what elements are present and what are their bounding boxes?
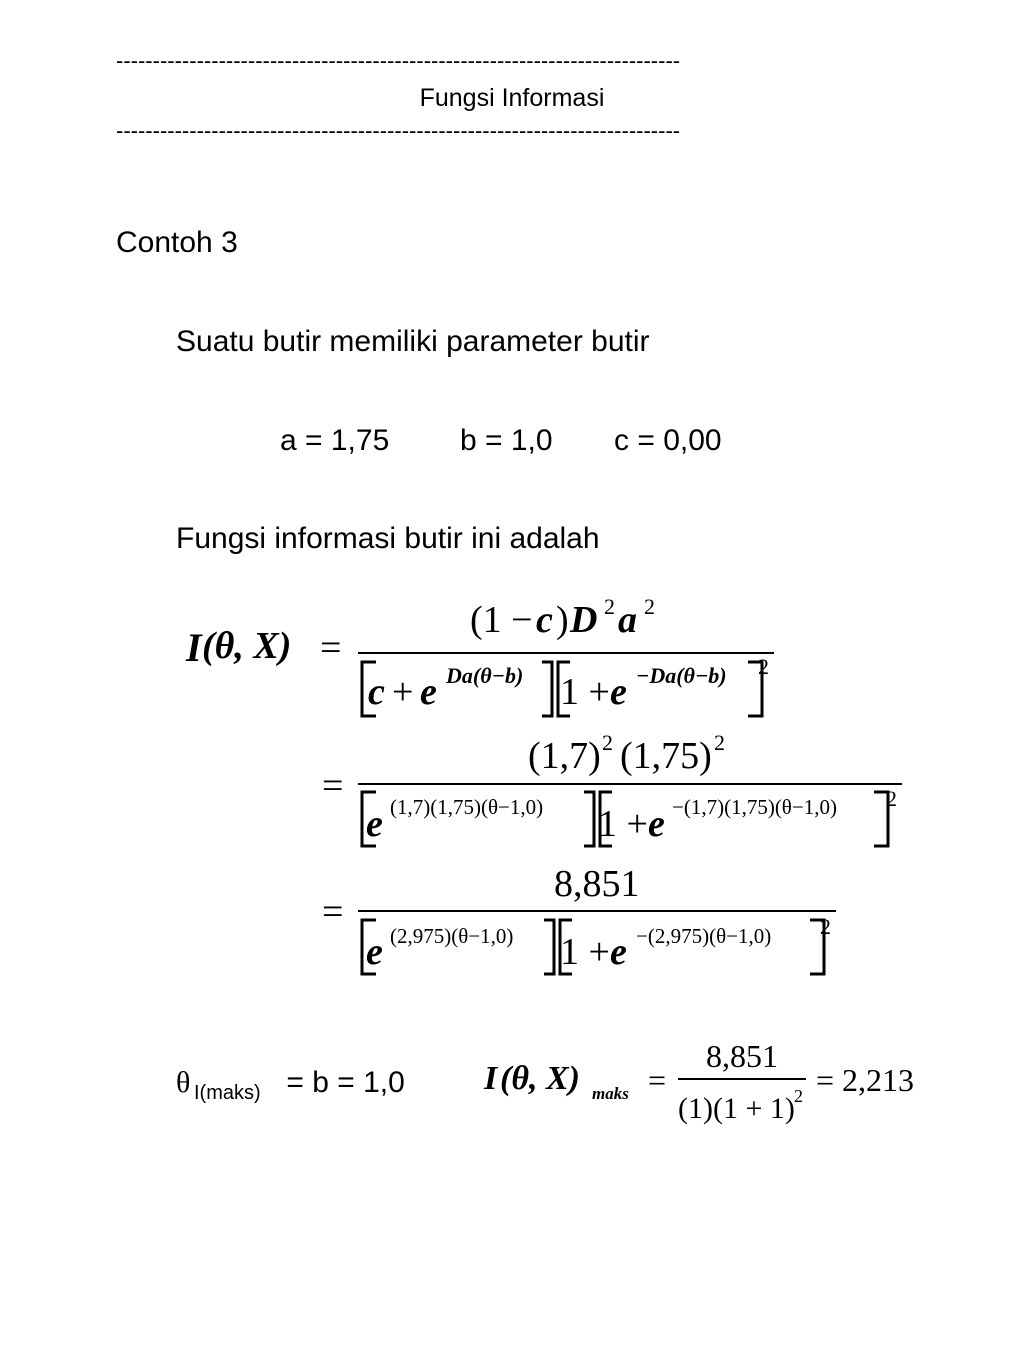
page-title: Fungsi Informasi: [419, 84, 605, 112]
formula1-num-D-exp: 2: [604, 594, 615, 619]
formula1-num-close: ): [556, 599, 569, 641]
result-den-exp: 2: [794, 1086, 803, 1106]
formula1-equals: =: [320, 627, 342, 669]
formula2-den-exp2: −(1,7)(1,75)(θ−1,0): [672, 795, 837, 819]
result-I-subscript: maks: [592, 1084, 629, 1103]
formula3-den-exp2: −(2,975)(θ−1,0): [636, 924, 772, 948]
formula1-num-D: D: [570, 599, 598, 641]
formula3-bracket-middle: [544, 918, 572, 976]
result-I: I: [484, 1060, 498, 1097]
formula3-bracket-left: [360, 918, 376, 976]
formula2-den-e: e: [366, 803, 383, 845]
formula3-den-e2: e: [610, 931, 627, 973]
formula1-fraction-bar: [358, 652, 774, 654]
formula2-num-2: (1,75): [620, 735, 712, 777]
formula3-den-one: 1 +: [560, 931, 610, 973]
formula1-lhs-args: (θ, X): [202, 625, 292, 667]
formula1-bracket-left: [360, 660, 376, 718]
formula1-den-exp1: Da(θ−b): [446, 663, 524, 688]
info-text: Fungsi informasi butir ini adalah: [176, 522, 600, 555]
formula2-num-1: (1,7): [528, 735, 601, 777]
intro-text: Suatu butir memiliki parameter butir: [176, 325, 650, 358]
formula3-equals: =: [322, 891, 344, 933]
formula2-num-exp2: 2: [714, 730, 725, 755]
result-fraction-bar: [678, 1078, 806, 1080]
formula1-den-one: 1 +: [560, 671, 610, 713]
formula1-den-c: c: [368, 671, 385, 713]
header-dash-top: ----------------------------------------…: [116, 48, 681, 73]
formula2-den-one: 1 +: [598, 803, 648, 845]
formula3-den-exp1: (2,975)(θ−1,0): [390, 924, 514, 948]
formula1-den-plus: +: [392, 671, 414, 713]
formula1-num-open: (1 −: [470, 599, 533, 641]
formula2-num-exp1: 2: [602, 730, 613, 755]
formula2-den-exp1: (1,7)(1,75)(θ−1,0): [390, 795, 544, 819]
formula2-den-outer-exp: 2: [886, 786, 897, 811]
formula1-bracket-middle: [542, 660, 570, 718]
formula1-num-a-exp: 2: [644, 594, 655, 619]
formula3-numerator: 8,851: [554, 863, 640, 905]
example-title: Contoh 3: [116, 226, 238, 259]
result-I-args: (θ, X): [500, 1060, 580, 1097]
formula2-bracket-right: [874, 790, 890, 848]
formula2-equals: =: [322, 765, 344, 807]
result-value: = 2,213: [816, 1062, 915, 1098]
theta-value: = b = 1,0: [278, 1066, 405, 1099]
formula3-den-e: e: [366, 931, 383, 973]
formula2-den-e2: e: [648, 803, 665, 845]
formula1-den-exp2: −Da(θ−b): [636, 663, 727, 688]
header-dash-bottom: ----------------------------------------…: [116, 118, 681, 143]
formula2-bracket-left: [360, 790, 376, 848]
formula3-den-outer-exp: 2: [820, 914, 831, 939]
param-b: b = 1,0: [460, 424, 553, 457]
formula1-lhs-I: I: [186, 625, 202, 670]
theta-subscript: I(maks): [194, 1082, 261, 1104]
result-equals-1: =: [648, 1062, 667, 1098]
formula2-bracket-middle: [584, 790, 612, 848]
param-c: c = 0,00: [614, 424, 722, 457]
formula3-bracket-right: [810, 918, 826, 976]
formula2-fraction-bar: [358, 783, 902, 785]
formula1-den-e: e: [420, 671, 437, 713]
formula3-fraction-bar: [358, 910, 836, 912]
formula1-den-outer-exp: 2: [758, 654, 769, 679]
theta-symbol: θ: [176, 1066, 191, 1099]
formula1-den-e2: e: [610, 671, 627, 713]
result-denominator: (1)(1 + 1): [678, 1092, 795, 1125]
param-a: a = 1,75: [280, 424, 390, 457]
formula1-num-c: c: [536, 599, 553, 641]
formula1-num-a: a: [618, 599, 637, 641]
formula1-bracket-right: [748, 660, 764, 718]
result-numerator: 8,851: [706, 1038, 778, 1074]
